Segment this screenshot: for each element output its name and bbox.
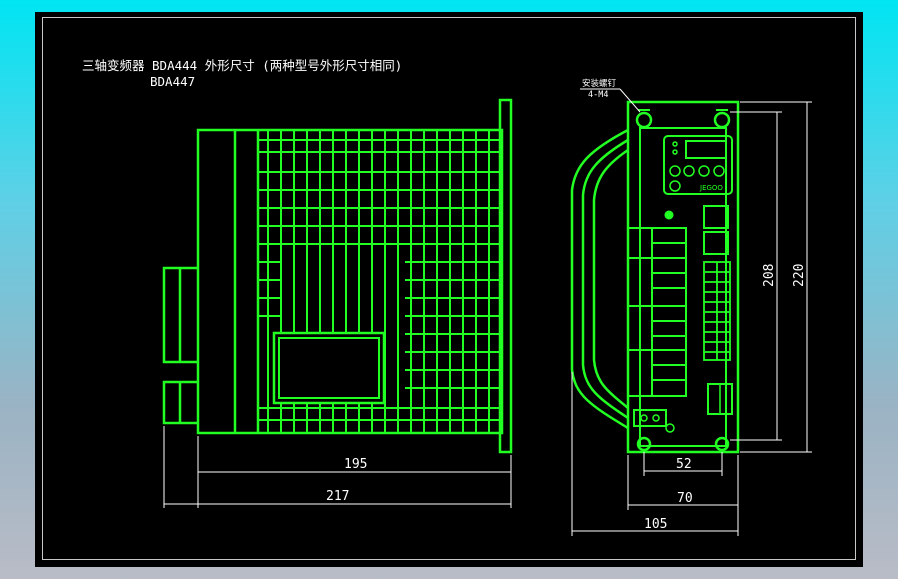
- mount-hole-tr: [713, 111, 731, 129]
- key-4: [713, 165, 725, 177]
- drawing-border: [42, 17, 856, 560]
- dim-208: 208: [762, 264, 777, 287]
- rj45-port-1: [703, 205, 729, 229]
- handle-outer: [570, 128, 629, 430]
- dim-52: 52: [676, 457, 692, 472]
- side-dimensions: [163, 426, 512, 508]
- key-1: [669, 165, 681, 177]
- callout-screw: 安装螺钉: [582, 78, 617, 89]
- lcd-display: [685, 140, 727, 159]
- ground-terminal: [633, 409, 667, 427]
- rj45-port-2: [703, 231, 729, 255]
- dim-105: 105: [644, 517, 667, 532]
- dim-70: 70: [677, 491, 693, 506]
- key-3: [698, 165, 710, 177]
- front-dimensions: [571, 101, 812, 536]
- front-view: [570, 100, 740, 454]
- dim-220: 220: [792, 264, 807, 287]
- mount-hole-tl: [635, 111, 653, 129]
- key-5: [669, 180, 681, 192]
- dim-217: 217: [326, 489, 349, 504]
- key-2: [683, 165, 695, 177]
- dim-195: 195: [344, 457, 367, 472]
- power-led: [664, 210, 674, 220]
- callout-leader: [580, 88, 641, 113]
- callout-screw-spec: 4-M4: [588, 90, 608, 100]
- signal-terminal-block: [703, 261, 731, 361]
- drawing-title: 三轴变频器 BDA444 外形尺寸 (两种型号外形尺寸相同): [82, 58, 402, 73]
- side-body-outline: [196, 128, 504, 435]
- drawing-title-model: BDA447: [150, 74, 195, 89]
- brand-label: JEGOO: [699, 184, 723, 192]
- mount-hole-br: [714, 436, 730, 452]
- display-panel: [663, 135, 733, 195]
- ground-symbol: [665, 423, 675, 433]
- side-view: [162, 98, 513, 454]
- side-mount-plate: [498, 98, 513, 454]
- power-terminal-block: [627, 227, 687, 397]
- front-housing: [626, 100, 740, 454]
- mount-hole-bl: [636, 436, 652, 452]
